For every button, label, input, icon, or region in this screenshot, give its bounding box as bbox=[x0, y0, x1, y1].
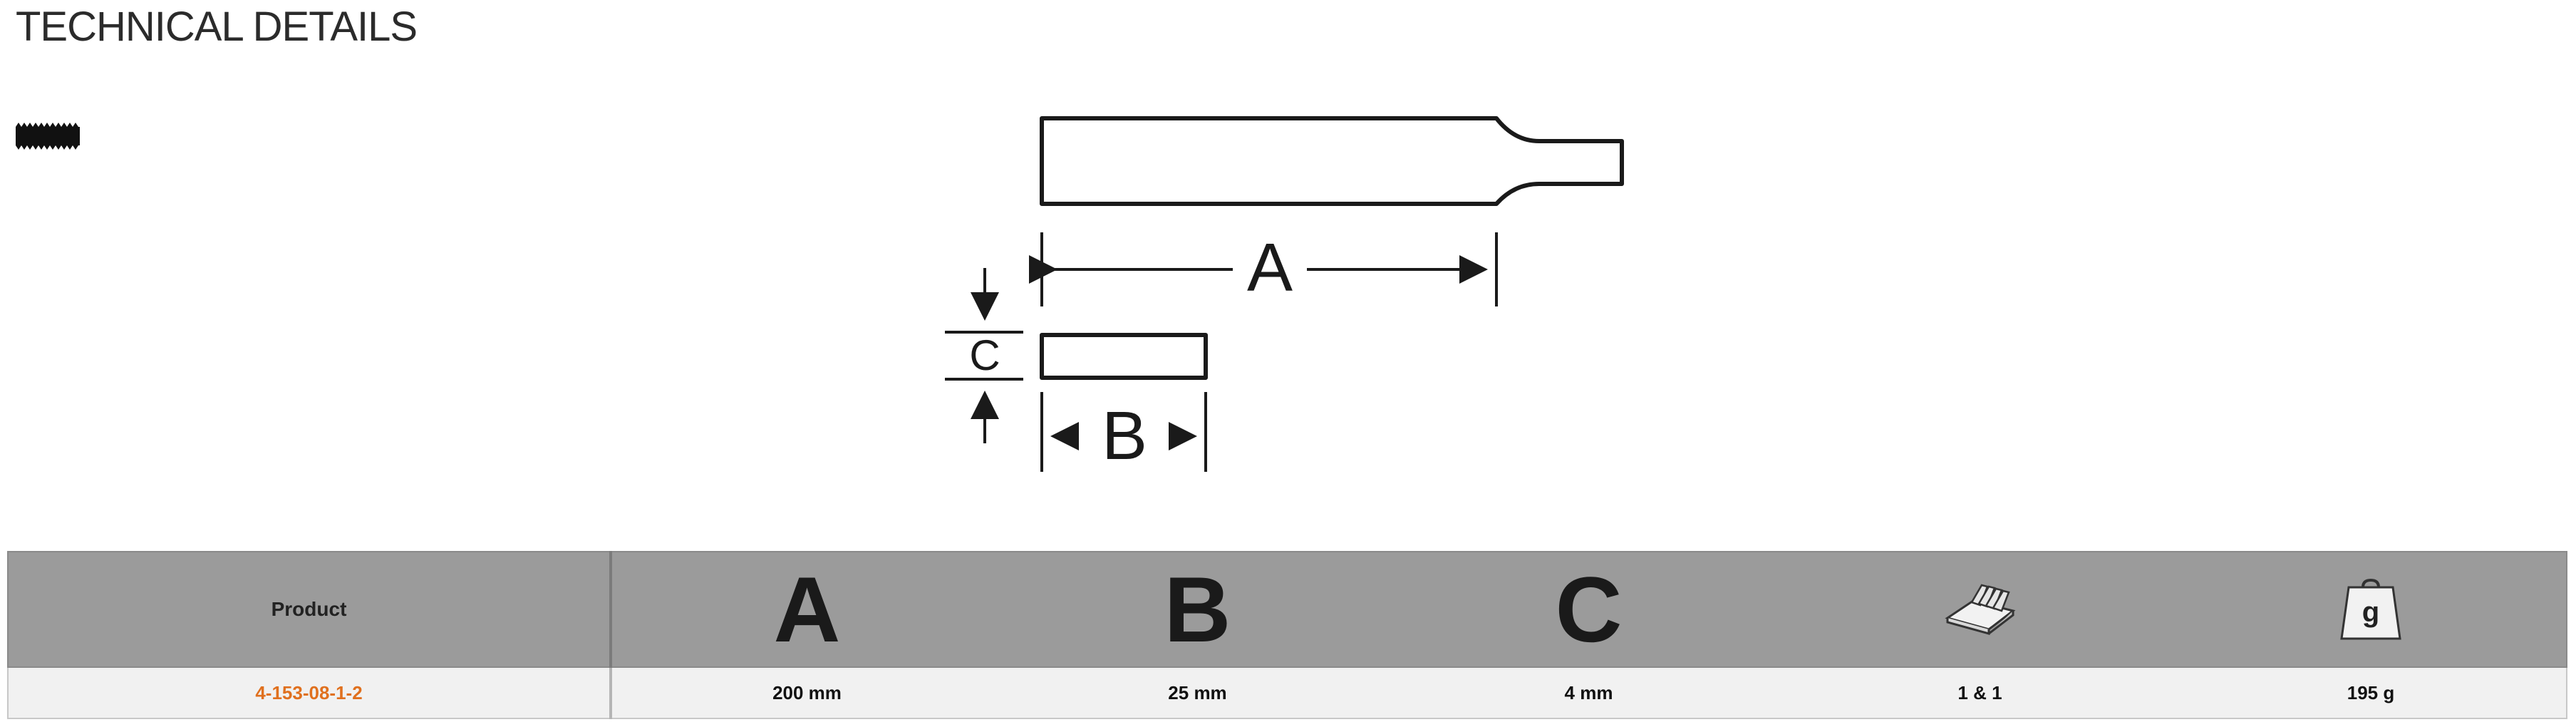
cell-dimension-b: 25 mm bbox=[1002, 667, 1393, 719]
header-product: Product bbox=[7, 551, 612, 668]
product-code-link[interactable]: 4-153-08-1-2 bbox=[7, 667, 612, 719]
cell-cut-count: 1 & 1 bbox=[1784, 667, 2176, 719]
dimension-label-b: B bbox=[1102, 398, 1147, 474]
weight-icon: g bbox=[2340, 578, 2401, 640]
dimension-label-c: C bbox=[969, 331, 1000, 379]
header-weight: g bbox=[2176, 551, 2567, 668]
header-dimension-c: C bbox=[1393, 551, 1784, 668]
file-cross-section bbox=[1040, 333, 1208, 380]
dimension-label-a: A bbox=[1247, 230, 1293, 306]
header-dimension-a: A bbox=[611, 551, 1002, 668]
table-header-row: Product A B C bbox=[7, 551, 2567, 668]
cell-weight: 195 g bbox=[2176, 667, 2567, 719]
header-cut-count bbox=[1784, 551, 2176, 668]
technical-details-table: Product A B C bbox=[7, 551, 2567, 719]
cut-count-icon bbox=[1944, 584, 2015, 635]
file-cut-pattern-icon bbox=[16, 123, 80, 150]
weight-unit-symbol: g bbox=[2362, 597, 2379, 628]
cell-dimension-c: 4 mm bbox=[1393, 667, 1784, 719]
table-row: 4-153-08-1-2 200 mm 25 mm 4 mm 1 & 1 195… bbox=[7, 667, 2567, 719]
file-side-view bbox=[1040, 116, 1624, 206]
technical-drawing: A B C bbox=[945, 116, 1624, 474]
cell-dimension-a: 200 mm bbox=[611, 667, 1002, 719]
header-dimension-b: B bbox=[1002, 551, 1393, 668]
page-title: TECHNICAL DETAILS bbox=[16, 4, 418, 50]
